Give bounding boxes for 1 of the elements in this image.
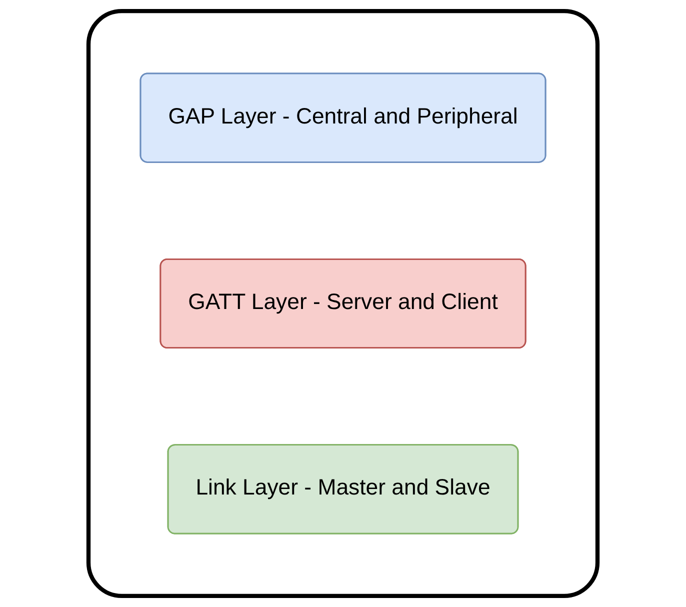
cluster (86, 9, 600, 598)
